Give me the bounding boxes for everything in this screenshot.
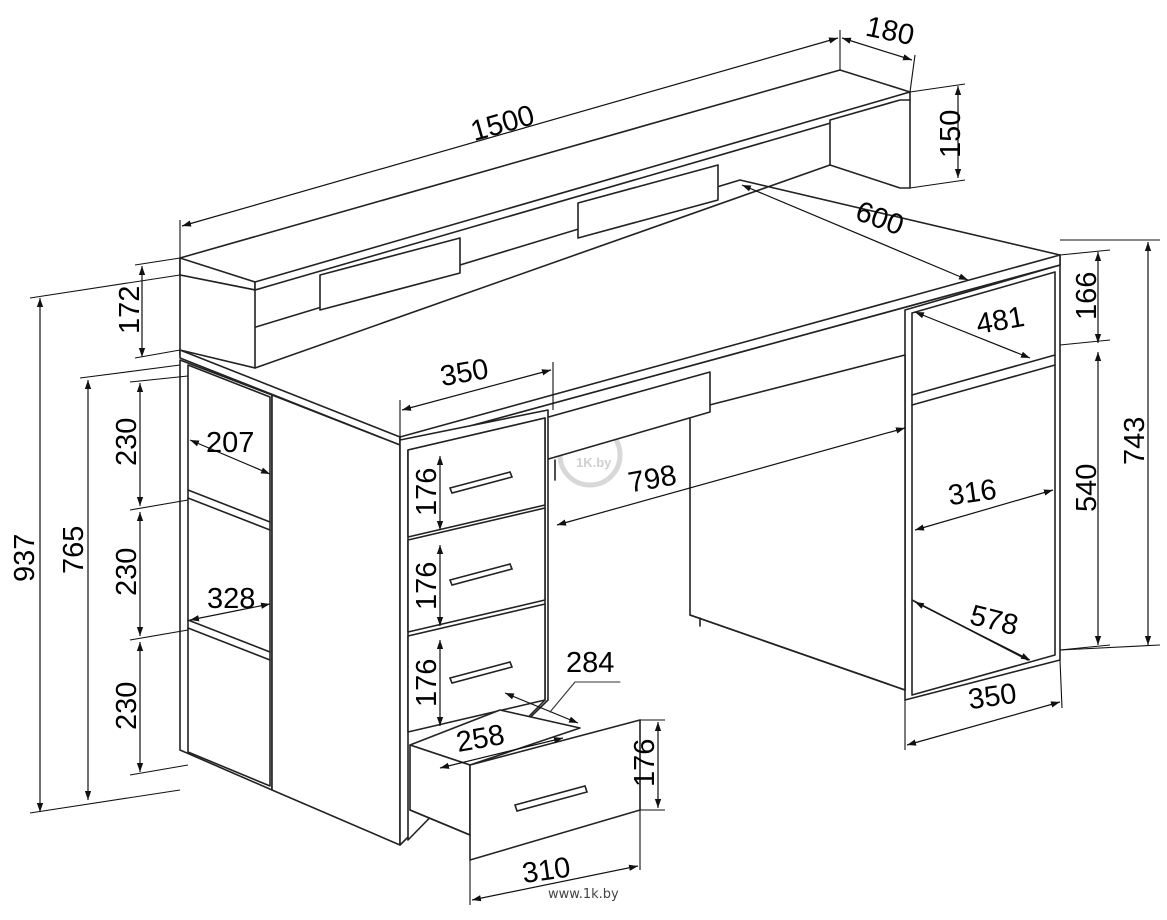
label-drawer-front-height-2: 176 [411,562,443,610]
label-left-shelf-depth-mid: 328 [207,583,255,615]
label-total-width: 1500 [467,99,538,148]
label-left-shelf-1: 230 [111,418,143,466]
label-left-unit-height: 765 [58,526,90,574]
drawer-handle-2 [448,563,514,586]
label-left-shelf-depth-top: 207 [206,427,254,459]
label-drawer-inner-depth: 284 [566,647,614,679]
label-shelf-unit-height: 172 [114,286,146,334]
label-left-shelf-3: 230 [111,682,143,730]
center-back-panel [689,354,906,691]
label-right-shelf-width: 316 [946,474,998,512]
label-drawer-front-height-1: 176 [411,468,443,516]
logo-text: 1K.by [576,455,612,470]
right-unit-inner [911,271,1056,696]
right-unit-shelf [911,354,1056,396]
label-right-unit-width: 350 [966,678,1018,716]
dimension-lines [29,30,1161,905]
drawer-handle-3 [448,661,514,684]
label-top-depth: 180 [863,11,917,52]
label-right-top-height: 166 [1071,272,1103,320]
open-drawer-handle [513,785,589,812]
label-drawer-front-height-3: 176 [411,659,443,707]
hutch-drawer-1 [319,237,461,311]
left-shelf-2 [187,619,271,653]
label-drawer-front-width: 310 [520,852,572,890]
left-side-panel [271,394,401,846]
label-left-total-height: 937 [9,534,41,582]
left-shelf-1 [187,489,271,523]
label-right-lower-height: 540 [1071,464,1103,512]
label-right-total-height: 743 [1119,417,1151,465]
drawer-handle-1 [448,471,514,494]
label-top-height: 150 [935,110,967,158]
label-left-shelf-2: 230 [111,548,143,596]
label-drawer-front-height-4: 176 [629,739,661,787]
watermark-text: www.1k.by [548,887,619,902]
